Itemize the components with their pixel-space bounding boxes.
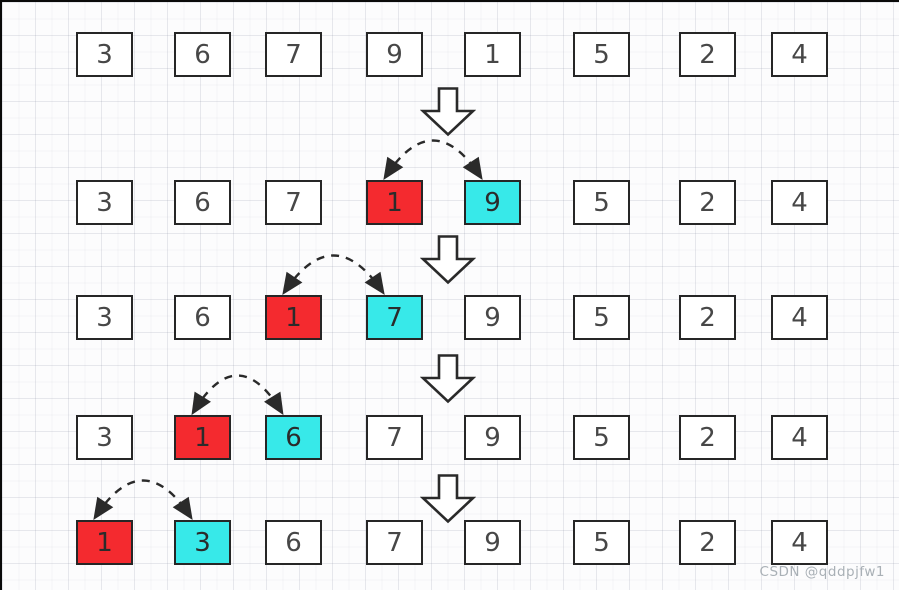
array-cell: 5 (573, 295, 630, 340)
array-cell: 1 (366, 180, 423, 225)
array-cell: 9 (464, 180, 521, 225)
array-cell: 5 (573, 520, 630, 565)
step-down-arrow-icon (420, 87, 476, 137)
array-cell: 2 (679, 520, 736, 565)
array-cell: 4 (771, 520, 828, 565)
swap-arrow (282, 254, 385, 295)
array-cell: 3 (76, 180, 133, 225)
array-cell: 6 (265, 520, 322, 565)
array-cell: 6 (265, 415, 322, 460)
array-cell: 6 (174, 180, 231, 225)
array-cell: 7 (366, 520, 423, 565)
array-cell: 2 (679, 180, 736, 225)
array-cell: 6 (174, 32, 231, 77)
array-cell: 2 (679, 32, 736, 77)
array-cell: 4 (771, 180, 828, 225)
array-cell: 7 (265, 32, 322, 77)
array-cell: 5 (573, 415, 630, 460)
step-down-arrow-icon (420, 354, 476, 404)
swap-arrow (93, 479, 193, 521)
array-cell: 7 (366, 415, 423, 460)
array-cell: 6 (174, 295, 231, 340)
array-cell: 1 (174, 415, 231, 460)
array-cell: 3 (174, 520, 231, 565)
array-cell: 9 (464, 415, 521, 460)
array-cell: 3 (76, 32, 133, 77)
array-cell: 7 (265, 180, 322, 225)
array-cell: 9 (366, 32, 423, 77)
step-down-arrow-icon (420, 474, 476, 524)
array-cell: 4 (771, 32, 828, 77)
array-cell: 5 (573, 180, 630, 225)
array-cell: 5 (573, 32, 630, 77)
array-cell: 4 (771, 415, 828, 460)
array-cell: 3 (76, 295, 133, 340)
array-cell: 2 (679, 295, 736, 340)
array-cell: 3 (76, 415, 133, 460)
swap-arrow (383, 139, 483, 181)
watermark: CSDN @qddpjfw1 (759, 564, 885, 580)
array-cell: 2 (679, 415, 736, 460)
array-cell: 7 (366, 295, 423, 340)
array-cell: 9 (464, 295, 521, 340)
swap-arrow (191, 374, 284, 416)
array-cell: 4 (771, 295, 828, 340)
step-down-arrow-icon (420, 235, 476, 285)
array-cell: 1 (76, 520, 133, 565)
array-cell: 9 (464, 520, 521, 565)
array-cell: 1 (464, 32, 521, 77)
array-cell: 1 (265, 295, 322, 340)
